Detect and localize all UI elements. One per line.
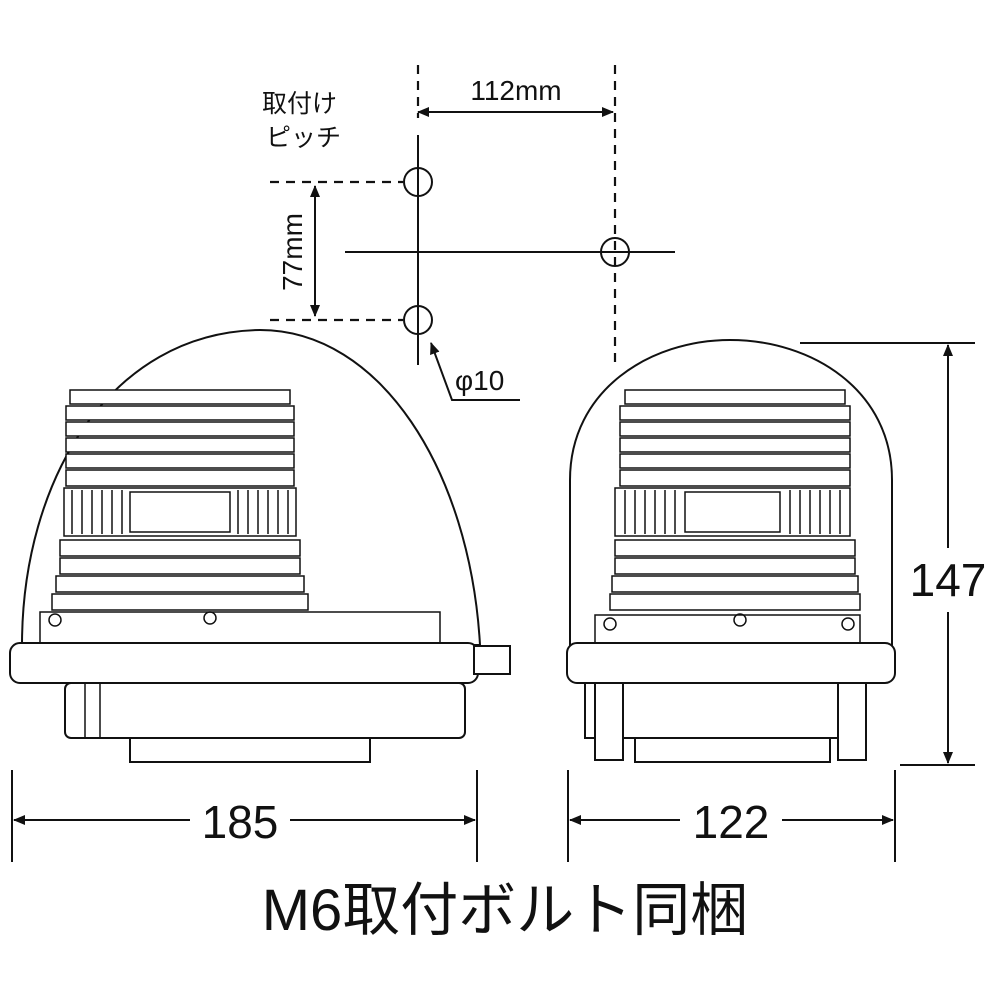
- mounting-pitch-label-1: 取付け: [262, 90, 337, 118]
- height-value: 147: [910, 554, 987, 606]
- lamp-front-view: [566, 338, 896, 763]
- mounting-pitch-diagram: 取付け ピッチ 112mm 77mm φ10: [262, 65, 675, 401]
- hole-diameter-value: φ10: [455, 365, 504, 396]
- mounting-hole: [600, 237, 630, 267]
- vertical-pitch-value: 77mm: [277, 213, 308, 291]
- mounting-hole: [403, 167, 433, 197]
- mounting-hole: [403, 305, 433, 335]
- caption: M6取付ボルト同梱: [262, 878, 749, 943]
- left-width-value: 185: [202, 796, 279, 848]
- lamp-side-view: [9, 328, 511, 763]
- mounting-pitch-label-2: ピッチ: [266, 124, 341, 152]
- right-width-value: 122: [693, 796, 770, 848]
- horizontal-pitch-value: 112mm: [470, 75, 561, 106]
- dimension-lines: 185 122 147: [11, 342, 987, 862]
